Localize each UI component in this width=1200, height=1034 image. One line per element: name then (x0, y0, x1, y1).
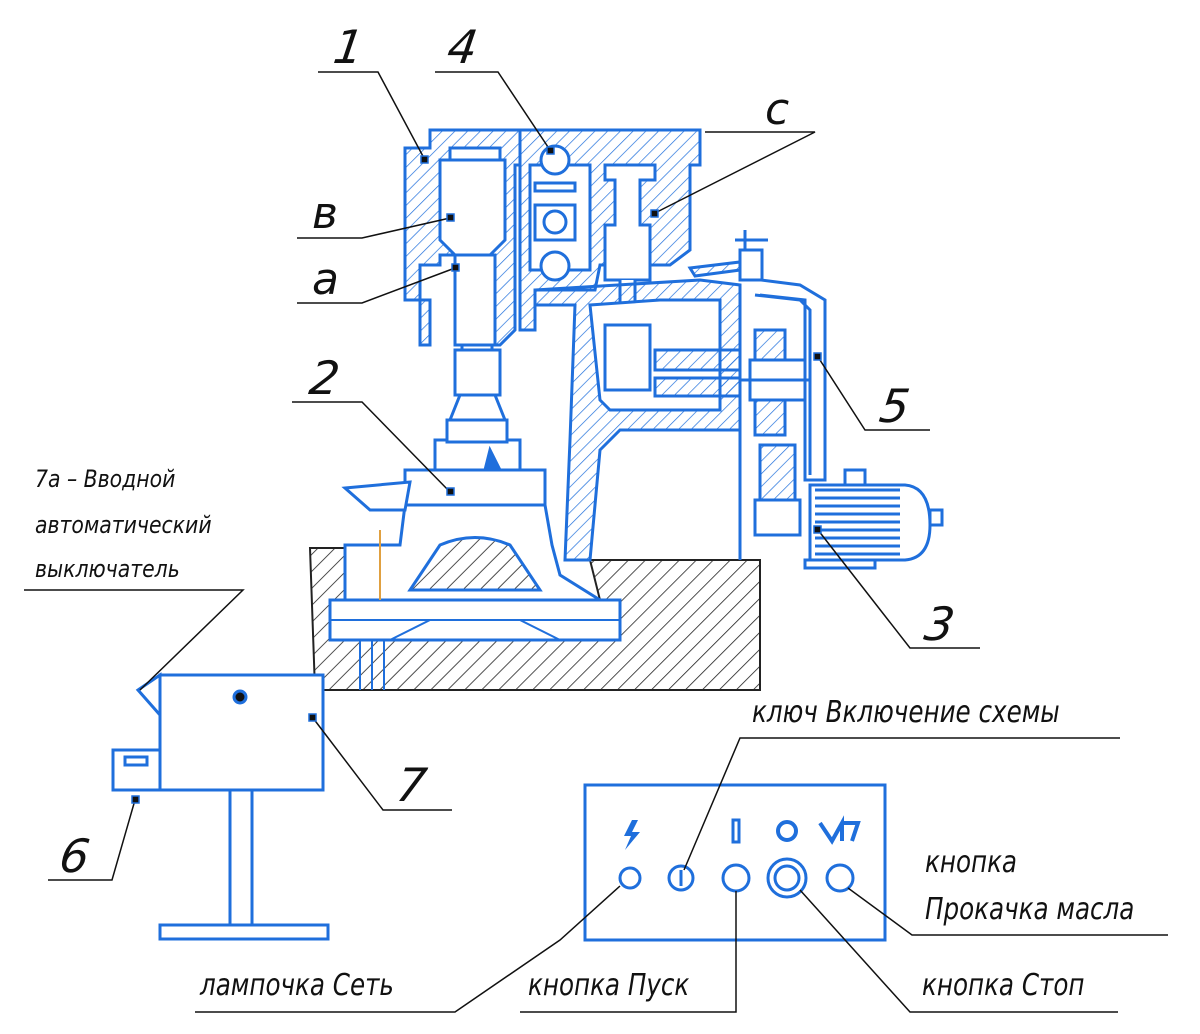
breaker-label-line3: выключатель (35, 555, 180, 583)
key-switch[interactable] (667, 864, 695, 892)
leader-lines (24, 71, 1168, 1013)
electric-cabinet (111, 672, 330, 941)
oil-button-label-line2: Прокачка масла (925, 892, 1135, 927)
foundation (308, 547, 761, 691)
start-bar-icon (731, 818, 741, 844)
callout-a: а (312, 254, 339, 305)
lamp-label: лампочка Сеть (200, 968, 394, 1003)
frame-housing (533, 260, 742, 562)
callout-markers (131, 146, 822, 804)
electric-motor (803, 468, 944, 570)
start-button-label: кнопка Пуск (528, 968, 690, 1003)
oil-pump-icon (818, 815, 861, 845)
callout-c: c (765, 84, 790, 135)
oil-button-label-line1: кнопка (925, 845, 1018, 880)
stop-ring-icon (776, 820, 798, 842)
key-switch-label: ключ Включение схемы (752, 695, 1060, 730)
oil-pump-button[interactable] (825, 863, 855, 893)
network-lamp (618, 866, 642, 890)
control-panel (583, 783, 887, 942)
callout-v: в (312, 188, 338, 239)
stop-button-label: кнопка Стоп (922, 968, 1085, 1003)
start-button[interactable] (721, 863, 751, 893)
valve-block (518, 128, 702, 332)
anvil-base (341, 438, 606, 602)
breaker-label-line2: автоматический (35, 511, 212, 539)
cylinder-block (403, 128, 522, 347)
breaker-label-line1: 7а – Вводной (35, 465, 176, 493)
flywheel-guard (735, 230, 827, 560)
lightning-icon (624, 820, 640, 850)
stop-button[interactable] (766, 857, 808, 899)
